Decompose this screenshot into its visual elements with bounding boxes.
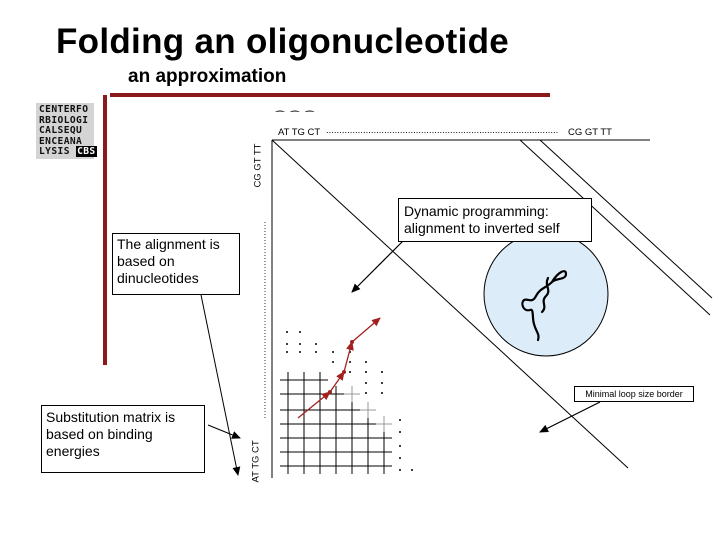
page-title: Folding an oligonucleotide: [56, 22, 510, 61]
left-sequence-top-rotated: CG GT TT: [252, 143, 264, 188]
traceback-dots: [328, 340, 354, 394]
loop-border-line-1: [519, 139, 711, 316]
main-diagonal: [271, 139, 629, 469]
logo-row: CALSEQU: [39, 125, 83, 137]
top-sequence-start: AT TG CT: [278, 127, 321, 138]
dinucleotides-callout: The alignment is based on dinucleotides: [112, 233, 240, 295]
top-sequence-brackets: ⁀ ⁀ ⁀: [276, 112, 316, 123]
plus-grid: [280, 372, 392, 474]
left-sequence-bottom-rotated: AT TG CT: [250, 440, 262, 483]
logo-row: RBIOLOGI: [39, 114, 89, 126]
page-subtitle: an approximation: [128, 66, 287, 87]
logo-row: CENTERFO: [39, 104, 89, 115]
folded-strand-icon: [521, 270, 568, 342]
cbs-logo: CENTERFO RBIOLOGI CALSEQU ENCEANA LYSIS …: [36, 103, 97, 159]
minimal-loop-label: Minimal loop size border: [574, 386, 694, 402]
logo-badge: CBS: [76, 146, 97, 158]
dynamic-programming-callout: Dynamic programming: alignment to invert…: [398, 198, 592, 242]
logo-row: LYSIS CBS: [39, 146, 97, 158]
min-loop-pointer-arrow: [539, 401, 601, 433]
logo-row-text: LYSIS: [39, 146, 70, 158]
plus-grid-faded: [344, 386, 392, 432]
folding-circle: [483, 231, 609, 357]
logo-row: ENCEANA: [39, 135, 83, 147]
top-sequence-dots: ........................................…: [326, 125, 559, 136]
dinucleotide-pointer-arrow: [199, 289, 241, 476]
traceback-arrows: [297, 317, 381, 419]
loop-border-line-2: [539, 139, 713, 299]
top-sequence-end: CG GT TT: [568, 127, 612, 138]
substitution-matrix-callout: Substitution matrix is based on binding …: [41, 405, 205, 473]
substitution-pointer-arrow: [207, 424, 241, 439]
dot-grid: [286, 331, 413, 471]
dp-pointer-arrow: [351, 235, 409, 293]
